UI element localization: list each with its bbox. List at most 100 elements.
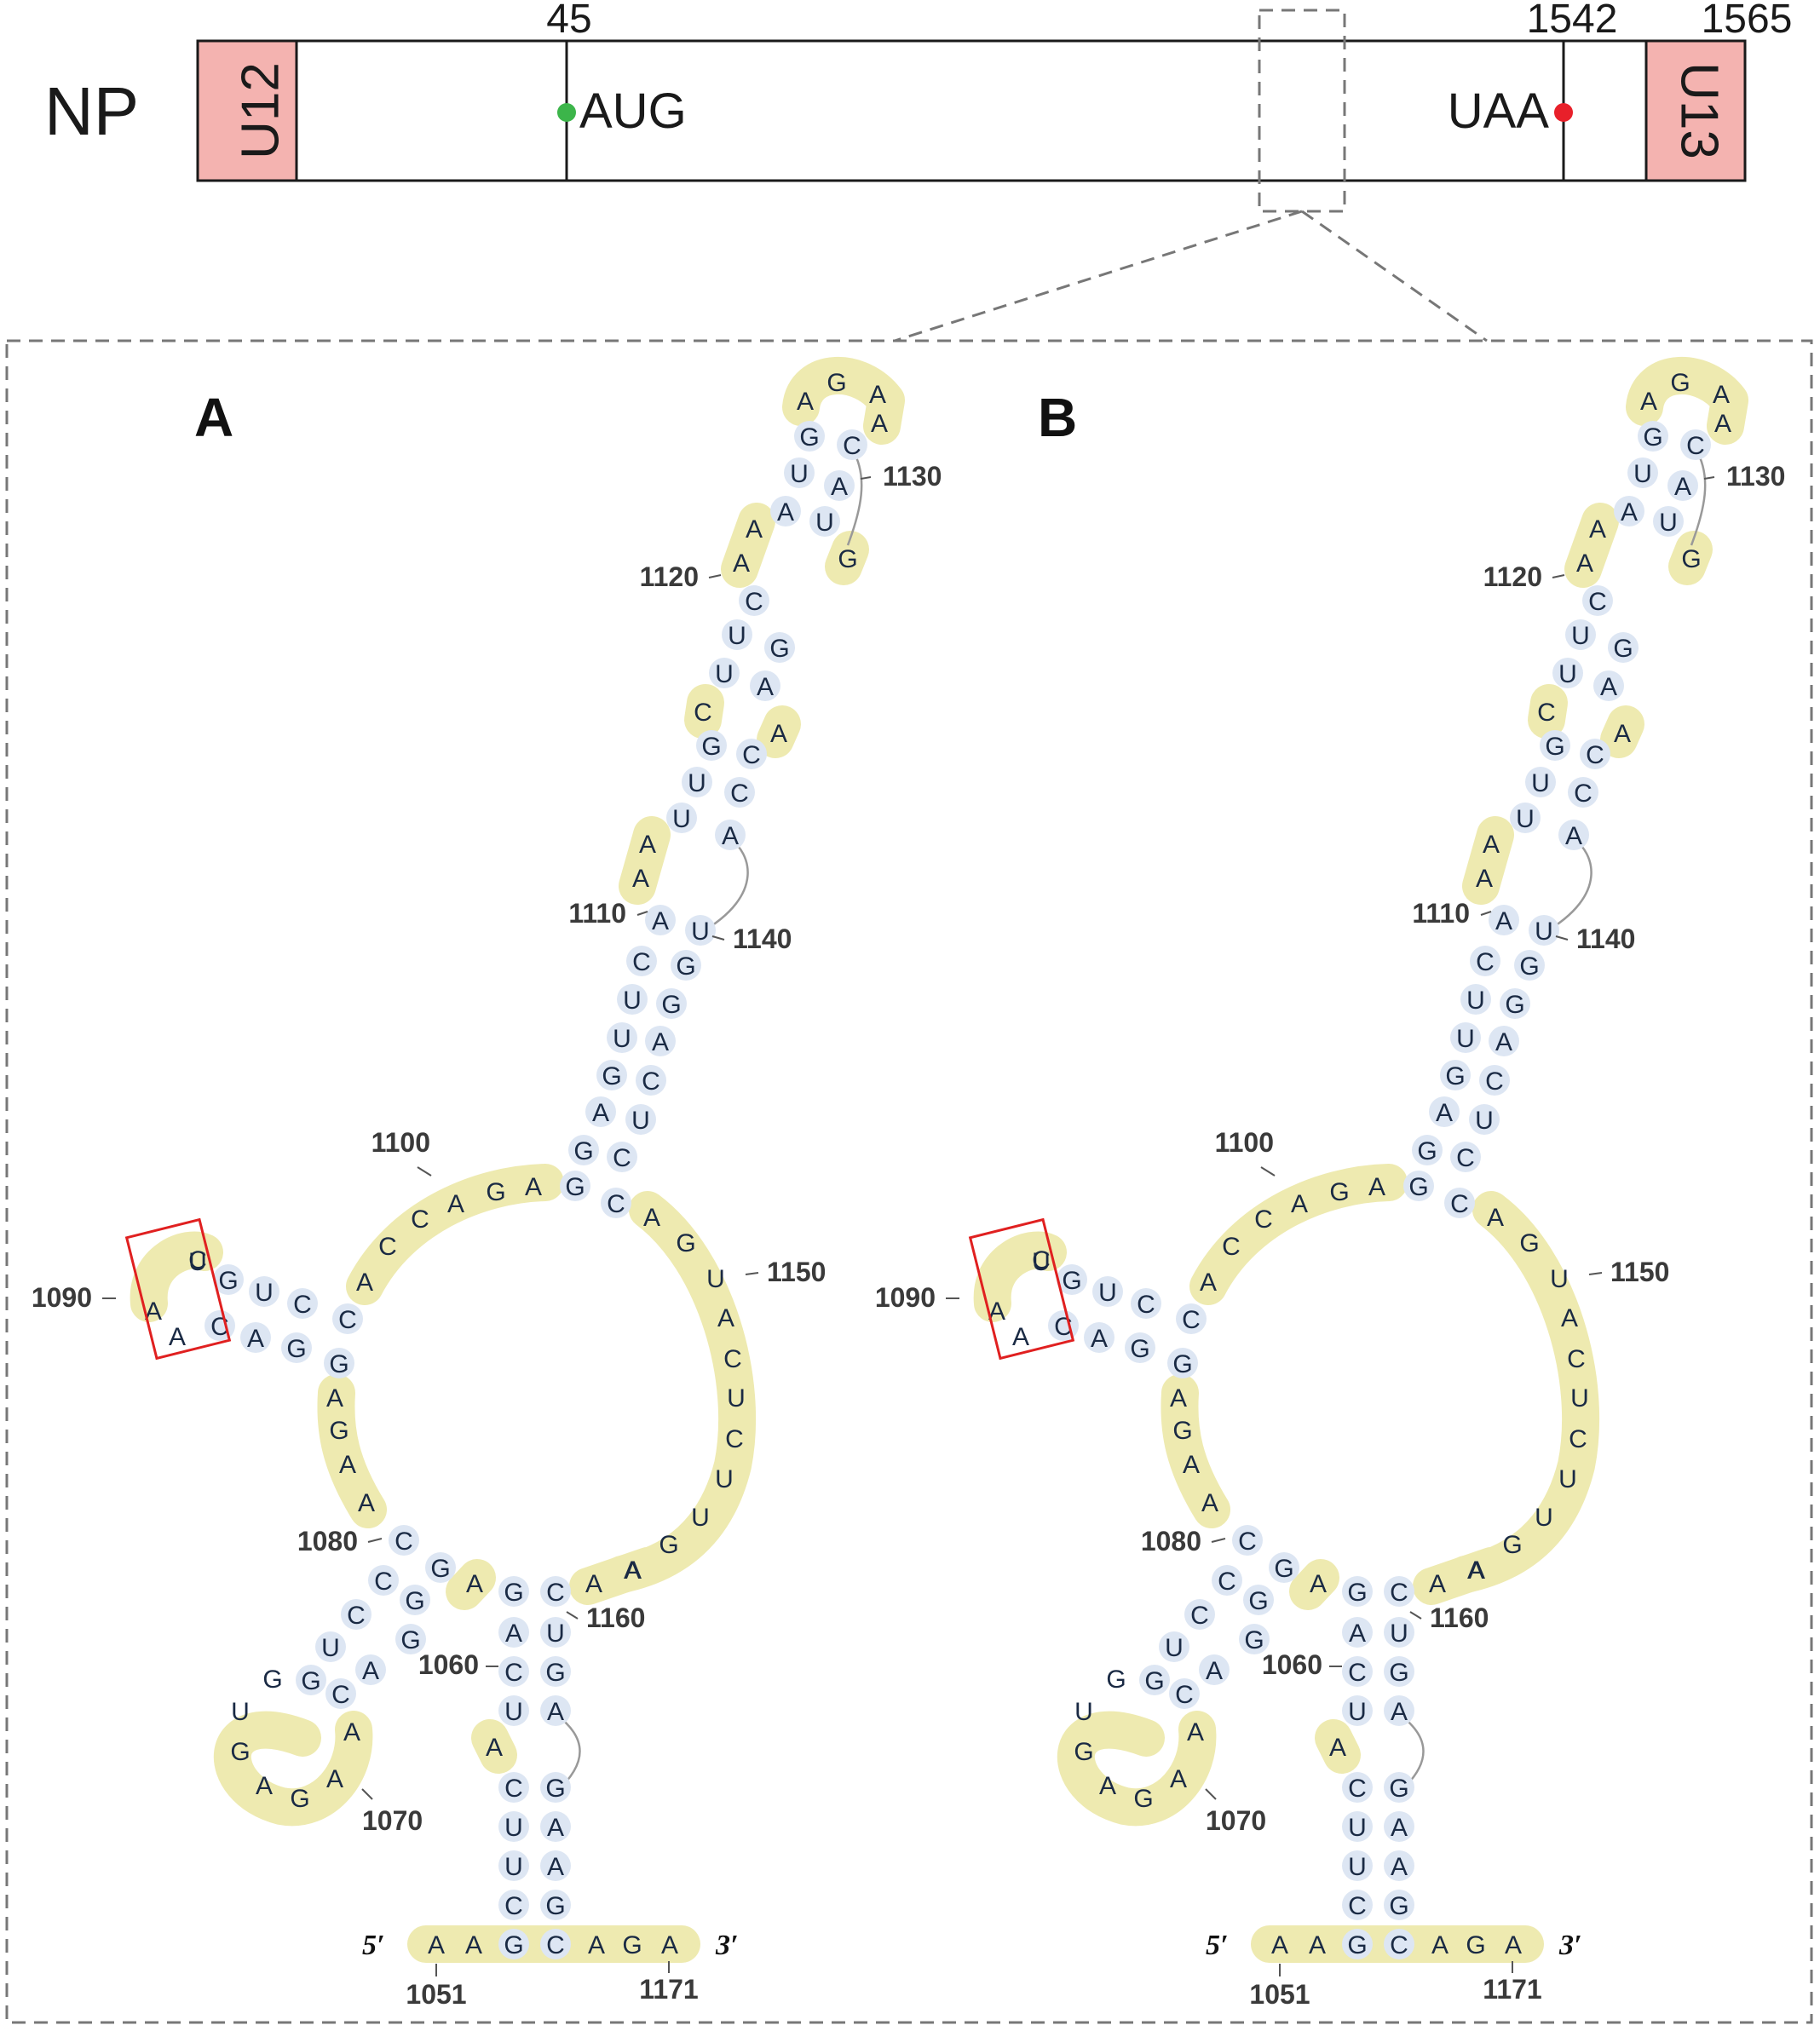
nucleotide: C <box>546 1579 565 1607</box>
unpaired-highlight <box>1564 503 1619 588</box>
number-tick <box>1480 911 1492 916</box>
paired-base-marker <box>824 470 855 501</box>
nucleotide: G <box>1172 1350 1192 1378</box>
paired-base-marker <box>240 1322 271 1353</box>
paired-base-marker <box>1384 1929 1414 1959</box>
paired-base-marker <box>1342 1811 1373 1842</box>
nucleotide: U <box>1570 1384 1589 1412</box>
nucleotide: U <box>691 918 710 946</box>
position-number: 1070 <box>362 1805 423 1836</box>
paired-base-marker <box>568 1135 599 1165</box>
position-number: 1110 <box>1412 898 1470 929</box>
unpaired-highlight <box>973 1231 1067 1322</box>
unpaired-highlight <box>825 531 869 585</box>
nucleotide: A <box>1012 1323 1029 1351</box>
nucleotide: G <box>1408 1173 1428 1201</box>
paired-base-marker <box>498 1576 529 1607</box>
nucleotide: U <box>1571 622 1590 650</box>
nucleotide: U <box>1531 769 1550 797</box>
paired-base-marker <box>1057 1264 1087 1295</box>
paired-base-marker <box>281 1332 312 1363</box>
nucleotide: A <box>169 1323 186 1351</box>
paired-base-marker <box>540 1772 571 1803</box>
paired-base-marker <box>1450 1022 1481 1053</box>
paired-base-marker <box>1384 1772 1414 1803</box>
nucleotide: U <box>1390 1620 1408 1648</box>
highlighted-loop-box <box>124 1217 232 1361</box>
nucleotide: A <box>1483 831 1500 859</box>
number-tick <box>566 1611 579 1620</box>
detail-frame <box>5 339 1813 2024</box>
nucleotide: C <box>411 1205 429 1234</box>
paired-base-marker <box>601 1188 631 1218</box>
zoom-region-box <box>1258 9 1346 213</box>
nucleotide: A <box>1495 907 1512 935</box>
position-number: 1130 <box>1726 461 1785 492</box>
nucleotide: A <box>547 1698 564 1726</box>
nucleotide: A <box>592 1099 609 1127</box>
nucleotide: G <box>545 1659 565 1687</box>
unpaired-highlight <box>130 1231 223 1322</box>
five-prime-label: 5′ <box>362 1930 385 1961</box>
nucleotide: C <box>1218 1568 1236 1596</box>
nucleotide: A <box>428 1931 445 1959</box>
nucleotide: A <box>869 381 886 409</box>
nucleotide: U <box>1558 660 1577 688</box>
nucleotide: A <box>733 549 750 578</box>
paired-base-marker <box>389 1525 419 1556</box>
unpaired-highlight <box>446 1559 496 1610</box>
paired-base-marker <box>1429 1096 1460 1127</box>
nucleotide: A <box>1565 822 1582 850</box>
nucleotide: C <box>1182 1306 1201 1334</box>
nucleotide: U <box>790 460 809 488</box>
nucleotide: G <box>329 1350 348 1378</box>
nucleotide: G <box>1062 1267 1081 1295</box>
paired-base-marker <box>1593 670 1624 701</box>
paired-base-marker <box>1444 1188 1475 1218</box>
paired-base-marker <box>1243 1585 1274 1615</box>
paired-base-marker <box>1342 1695 1373 1726</box>
paired-base-marker <box>1384 1576 1414 1607</box>
nucleotide: U <box>1633 460 1652 488</box>
paired-base-marker <box>1184 1599 1215 1630</box>
paired-base-marker <box>739 585 769 616</box>
nucleotide: A <box>447 1190 464 1218</box>
paired-base-marker <box>685 915 716 946</box>
zoom-connector-right <box>1301 210 1488 342</box>
paired-base-marker <box>1139 1665 1170 1695</box>
nucleotide: U <box>1535 918 1553 946</box>
nucleotide: C <box>607 1190 625 1218</box>
nucleotide: G <box>486 1178 505 1206</box>
paired-base-marker <box>325 1678 356 1709</box>
paired-base-marker <box>1176 1303 1207 1334</box>
nucleotide: G <box>218 1267 238 1295</box>
nucleotide: U <box>691 1504 710 1532</box>
paired-base-marker <box>1384 1890 1414 1920</box>
paired-base-marker <box>498 1811 529 1842</box>
paired-base-marker <box>498 1772 529 1803</box>
nucleotide: G <box>504 1579 523 1607</box>
nucleotide: A <box>1467 1556 1484 1585</box>
nucleotide: G <box>1347 1931 1367 1959</box>
paired-base-marker <box>809 506 840 537</box>
nucleotide: A <box>1600 673 1617 701</box>
nucleotide: A <box>652 1028 669 1056</box>
nucleotide: U <box>1659 509 1678 537</box>
nucleotide: C <box>745 588 763 616</box>
paired-base-marker <box>764 632 795 663</box>
paired-base-marker <box>645 905 676 935</box>
paired-base-marker <box>1608 632 1639 663</box>
paired-base-marker <box>1529 915 1559 946</box>
nucleotide: A <box>145 1297 162 1326</box>
nucleotide: G <box>290 1785 309 1813</box>
position-number: 1051 <box>1249 1979 1310 2010</box>
nucleotide: A <box>1170 1765 1187 1793</box>
nucleotide: C <box>378 1233 397 1261</box>
nucleotide: U <box>715 1465 734 1493</box>
paired-base-marker <box>296 1665 326 1695</box>
nucleotide: C <box>1485 1067 1504 1096</box>
paired-base-marker <box>1232 1525 1263 1556</box>
nucleotide: U <box>728 622 746 650</box>
unpaired-highlight <box>684 684 724 739</box>
nucleotide: A <box>585 1570 602 1598</box>
